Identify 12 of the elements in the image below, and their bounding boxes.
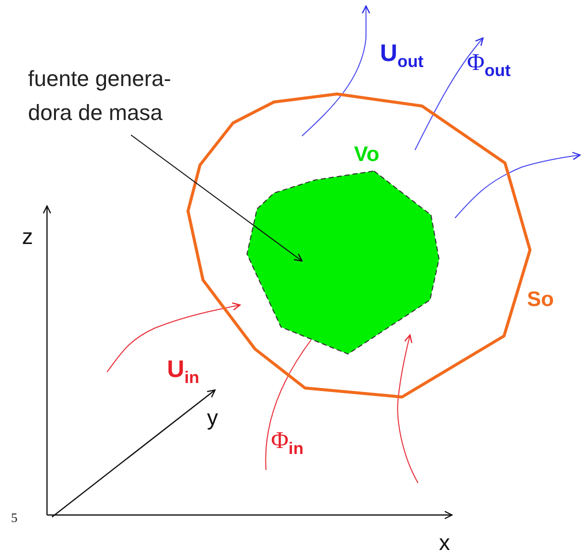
axis-label: x (439, 530, 450, 556)
axis-label: z (22, 224, 33, 250)
corner-number: 5 (11, 510, 18, 526)
flux-label: Φ$_{out}$ (467, 50, 511, 81)
flux-label: U$_{in}$ (167, 356, 200, 388)
flux-label: Φ$_{in}$ (271, 428, 304, 459)
volume-label: Vo (354, 143, 380, 167)
leader-line (130, 134, 303, 262)
flux-label: U$_{out}$ (380, 40, 424, 72)
callout-text: fuente genera- dora de masa (28, 65, 172, 127)
surface-label: So (527, 288, 554, 312)
axis-label: y (207, 405, 218, 431)
